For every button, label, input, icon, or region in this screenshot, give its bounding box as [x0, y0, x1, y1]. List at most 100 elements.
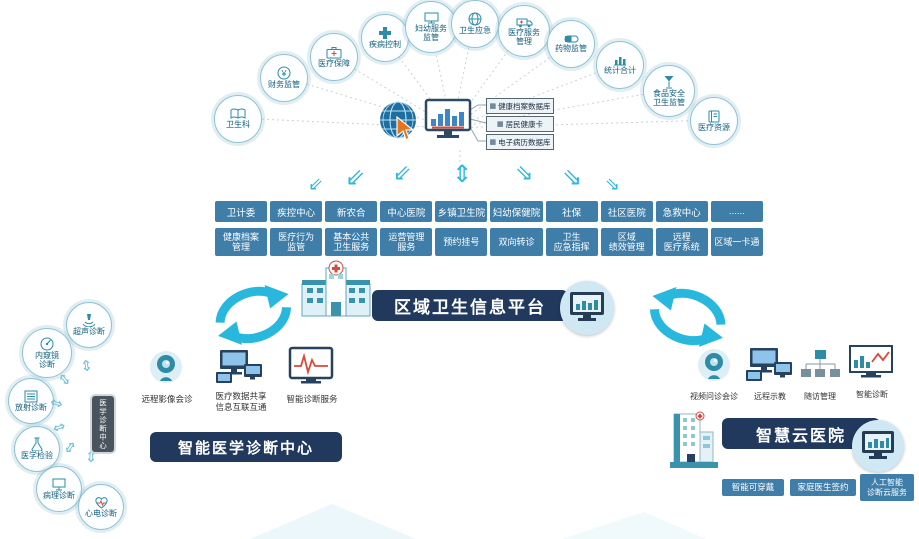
- double-arrow-icon: ⇔: [76, 357, 97, 374]
- database-label: 健康档案数据库: [498, 101, 551, 111]
- right-cluster-title: 智慧云医院: [755, 427, 846, 445]
- service-node-behavior-supervision[interactable]: 医疗行为 监管: [270, 228, 323, 256]
- platform-banner: 区域卫生信息平台: [372, 290, 568, 321]
- sync-arrows-right-icon: [649, 286, 726, 347]
- arc-node-label: 医疗保障: [318, 58, 350, 68]
- database-icon: ▦: [496, 121, 504, 128]
- org-node-social-security[interactable]: 社保: [545, 201, 598, 222]
- down-right-arrow-icon: ⇘: [515, 161, 534, 186]
- service-node-performance[interactable]: 区域 绩效管理: [600, 228, 653, 256]
- down-left-arrow-icon: ⇙: [308, 174, 324, 195]
- diagnostic-hub-device: 医学诊断中心: [92, 396, 114, 452]
- satellite-node-lab: 医学检验: [14, 426, 60, 472]
- book-icon: [707, 110, 721, 123]
- monitors-icon: [214, 348, 266, 388]
- radiology-icon: [24, 390, 38, 403]
- org-node-weijiwei[interactable]: 卫计委: [215, 201, 268, 222]
- ai-cloud-service-button[interactable]: 人工智能 诊断云服务: [860, 474, 914, 501]
- cross-icon: [378, 26, 392, 40]
- satellite-label: 心电诊断: [85, 508, 117, 518]
- service-label: 视频问诊会诊: [690, 392, 738, 401]
- ecg-heart-icon: [94, 496, 109, 509]
- cloud-monitor-badge: [852, 420, 904, 472]
- arc-node-food-safety: 食品安全 卫生监管: [643, 65, 695, 117]
- service-label: 智能诊断: [856, 390, 888, 399]
- arc-node-medical-service: 医疗服务 管理: [498, 5, 550, 57]
- service-node-one-card[interactable]: 区域一卡通: [710, 228, 763, 256]
- service-node-emergency-command[interactable]: 卫生 应急指挥: [545, 228, 598, 256]
- satellite-node-ecg: 心电诊断: [78, 484, 124, 530]
- left-cluster-banner: 智能医学诊断中心: [150, 432, 342, 462]
- org-row: 卫计委 疾控中心 新农合 中心医院 乡镇卫生院 妇幼保健院 社保 社区医院 急救…: [215, 201, 763, 222]
- diagnostic-hub-label: 医学诊断中心: [98, 398, 108, 450]
- platform-monitor-badge: [560, 281, 614, 335]
- service-node-telemedicine[interactable]: 远程 医疗系统: [655, 228, 708, 256]
- ecg-monitor-icon: [288, 346, 334, 388]
- database-icon: ▦: [489, 103, 497, 110]
- globe-icon: [468, 12, 482, 26]
- satellite-node-endoscope: 内窥镜 诊断: [22, 328, 72, 378]
- service-node-appointment[interactable]: 预约挂号: [435, 228, 488, 256]
- glass-icon: [663, 75, 675, 89]
- arc-node-disease-control: 疾病控制: [361, 14, 409, 62]
- org-node-central-hospital[interactable]: 中心医院: [380, 201, 433, 222]
- ultrasound-icon: [81, 313, 97, 328]
- up-down-arrow-icon: ⇕: [452, 160, 473, 188]
- monitor-icon: [861, 430, 895, 462]
- arc-node-label: 财务监管: [268, 80, 300, 90]
- chart-icon: [613, 54, 627, 66]
- lab-flask-icon: [30, 437, 44, 452]
- database-label: 电子病历数据库: [498, 137, 551, 147]
- sync-arrows-left-icon: [215, 284, 292, 345]
- monitor-icon: [424, 12, 439, 24]
- org-node-township-clinic[interactable]: 乡镇卫生院: [435, 201, 488, 222]
- service-node-health-records[interactable]: 健康档案 管理: [215, 228, 268, 256]
- arc-node-medical-insurance: 医疗保障: [310, 33, 358, 81]
- satellite-label: 病理诊断: [43, 490, 75, 500]
- endoscope-icon: [40, 337, 54, 351]
- left-cluster-title: 智能医学诊断中心: [177, 439, 314, 457]
- org-node-cdc[interactable]: 疾控中心: [270, 201, 323, 222]
- service-node-operation-mgmt[interactable]: 运营管理 服务: [380, 228, 433, 256]
- service-label: 医疗数据共享 信息互联互通: [215, 391, 267, 412]
- org-node-community-hospital[interactable]: 社区医院: [600, 201, 653, 222]
- database-box: ▦ 电子病历数据库: [486, 134, 554, 150]
- arc-node-drug-regulation: 药物监管: [547, 20, 595, 68]
- medkit-icon: [326, 46, 342, 59]
- down-left-arrow-icon: ⇙: [393, 161, 412, 186]
- arc-node-label: 卫生应急: [459, 26, 491, 36]
- arc-node-statistics: 统计合计: [596, 41, 644, 89]
- arc-node-health-emergency: 卫生应急: [451, 0, 499, 48]
- down-left-arrow-icon: ⇙: [345, 163, 366, 191]
- satellite-label: 超声诊断: [73, 327, 105, 337]
- hospital-building-icon: [298, 260, 374, 320]
- arc-node-label: 统计合计: [604, 66, 636, 76]
- cursor-icon: [396, 116, 418, 142]
- family-doctor-button[interactable]: 家庭医生签约: [790, 479, 856, 496]
- service-node-referral[interactable]: 双向转诊: [490, 228, 543, 256]
- orgchart-icon: [798, 348, 842, 386]
- org-node-xinnonghe[interactable]: 新农合: [325, 201, 378, 222]
- hub-monitor-icon: [424, 98, 472, 142]
- ambulance-icon: [516, 16, 533, 28]
- database-label: 居民健康卡: [505, 119, 544, 129]
- service-row: 健康档案 管理 医疗行为 监管 基本公共 卫生服务 运营管理 服务 预约挂号 双…: [215, 228, 763, 256]
- down-right-arrow-icon: ⇘: [562, 163, 583, 191]
- monitors-icon: [744, 346, 796, 386]
- svg-text:¥: ¥: [280, 69, 287, 79]
- service-label: 远程示教: [754, 392, 786, 401]
- wearable-button[interactable]: 智能可穿戴: [722, 479, 784, 496]
- database-box: ▦ 健康档案数据库: [486, 98, 554, 114]
- arc-node-label: 药物监管: [555, 44, 587, 54]
- arc-node-label: 卫生科: [226, 120, 250, 130]
- service-node-public-health[interactable]: 基本公共 卫生服务: [325, 228, 378, 256]
- service-label: 远程影像会诊: [141, 394, 193, 404]
- org-node-emergency-center[interactable]: 急救中心: [655, 201, 708, 222]
- satellite-node-ultrasound: 超声诊断: [66, 302, 112, 348]
- webcam-icon: [694, 348, 734, 384]
- org-node-maternal-hospital[interactable]: 妇幼保健院: [490, 201, 543, 222]
- arc-node-label: 疾病控制: [369, 40, 401, 50]
- org-node-more[interactable]: ......: [710, 201, 763, 222]
